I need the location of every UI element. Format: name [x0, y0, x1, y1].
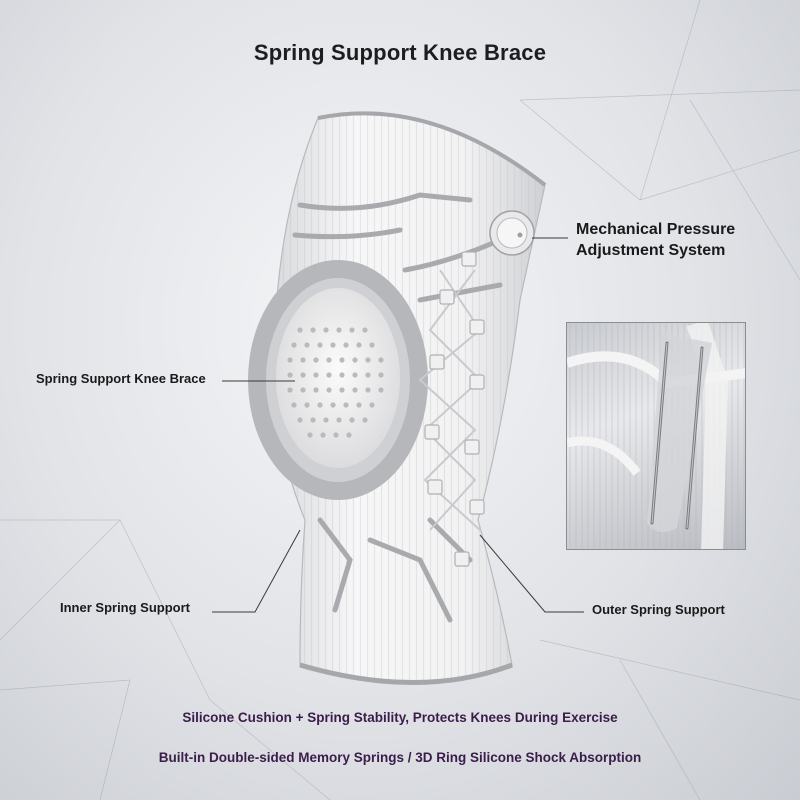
spring-detail-inset — [566, 322, 746, 550]
callout-spring-support: Spring Support Knee Brace — [36, 371, 206, 386]
callout-mechanical-line1: Mechanical Pressure — [576, 221, 736, 238]
silicone-pad — [276, 288, 400, 468]
callout-inner-spring: Inner Spring Support — [60, 600, 190, 615]
feature-line-1: Silicone Cushion + Spring Stability, Pro… — [182, 710, 618, 725]
callout-mechanical-pressure: Mechanical Pressure Adjustment System — [576, 220, 735, 262]
callout-mechanical-line2: Adjustment System — [576, 241, 726, 259]
callout-outer-spring: Outer Spring Support — [592, 602, 725, 617]
feature-line-2: Built-in Double-sided Memory Springs / 3… — [158, 750, 642, 765]
page-title: Spring Support Knee Brace — [253, 40, 547, 65]
spring-detail-illustration — [567, 323, 745, 549]
